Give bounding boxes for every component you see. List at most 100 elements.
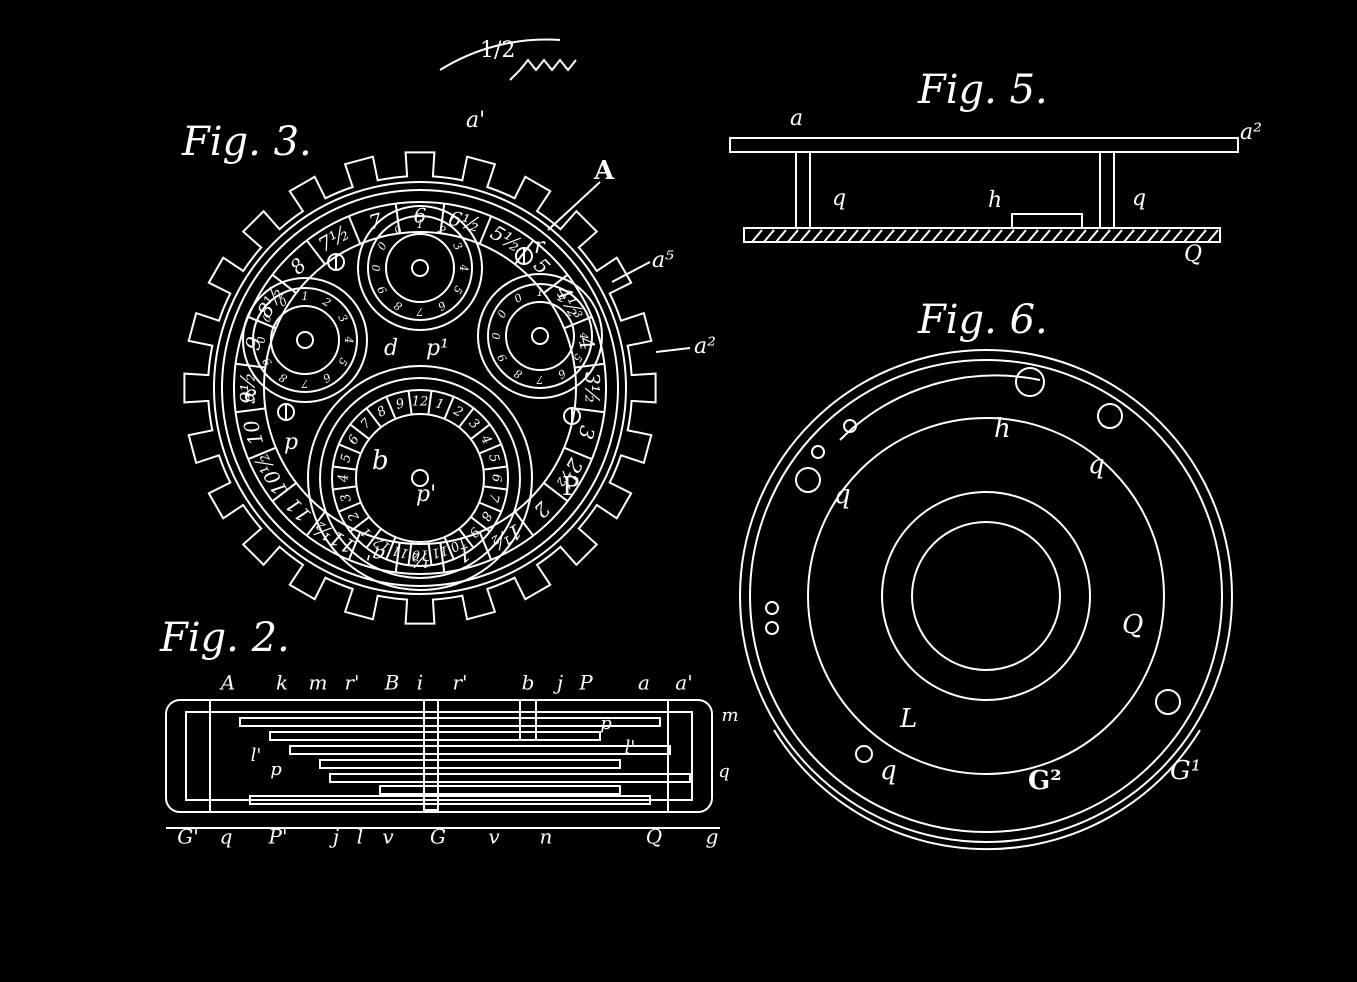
fig5-title: Fig. 5. (918, 67, 1048, 113)
fig3-outer-number: 4 (573, 333, 600, 352)
fig5-hatch (979, 229, 991, 243)
fig2-side-label: l' (625, 737, 636, 758)
fig3-hour-number: 7 (358, 416, 375, 433)
fig6-label-q1: q (1088, 450, 1105, 480)
fig3-small-disc-digit: 6 (555, 366, 568, 381)
fig6-screw (765, 601, 779, 615)
fig3-leader-a2 (655, 347, 691, 353)
fig3-hour-number: 9 (394, 396, 406, 413)
fig5-hatch (1027, 229, 1039, 243)
fig5-label-h: h (988, 188, 1003, 213)
fig3-small-disc-digit: 4 (342, 336, 355, 344)
fig3-small-disc-top-outer (367, 215, 473, 321)
fig3-small-disc-top-gear (357, 205, 483, 331)
fig3-outer-number: 3½ (581, 372, 605, 404)
fig5-hatch (1183, 229, 1195, 243)
fig6-center-boss-inner (911, 521, 1061, 671)
fig5-hatch (1099, 229, 1111, 243)
fig3-small-disc-digit: 6 (435, 298, 448, 313)
fig2-bottom-label: G' (177, 825, 198, 849)
fig2-top-label: r' (452, 671, 467, 695)
fig3-hour-number: 6 (346, 433, 363, 448)
fig2-top-label: m (309, 671, 328, 695)
fig6-label-h: h (994, 414, 1011, 444)
fig3-small-disc-top-inner (385, 233, 455, 303)
fig3-hour-divider (349, 423, 370, 440)
fig3-small-disc-digit: 8 (277, 370, 290, 385)
fig3-hour-number: 5 (338, 452, 355, 464)
fig2-bottom-label: v (382, 825, 394, 849)
fig5-hatch (1003, 229, 1015, 243)
fig3-small-disc-digit: 0 (512, 291, 525, 306)
fig3-hour-number: 11 (390, 542, 410, 561)
fig5-hatch (1171, 229, 1183, 243)
fig3-small-disc-digit: 8 (512, 366, 525, 381)
fig5-hatch (1207, 229, 1219, 243)
fig3-label-b: b (372, 446, 389, 476)
fig3-small-disc-digit: 2 (435, 222, 448, 237)
fig6-label-L: L (900, 704, 918, 734)
fig6-label-Q: Q (1122, 610, 1144, 640)
fig3-small-disc-right-inner (505, 301, 575, 371)
fig3-small-disc-digit: 3 (450, 240, 465, 253)
fig3-hour-divider (458, 407, 475, 428)
fig5-hatch (799, 229, 811, 243)
fig5-hatch (859, 229, 871, 243)
fig5-hatch (1135, 229, 1147, 243)
fig3-label-P: P (562, 472, 580, 502)
fig5-hatch (1051, 229, 1063, 243)
fig3-hour-number: 12 (371, 533, 393, 554)
fig3-small-disc-digit: 1 (417, 218, 424, 231)
fig2-top-label: r' (344, 671, 359, 695)
fig3-outer-number: 7 (366, 208, 385, 235)
fig2-top-label: P (578, 671, 593, 695)
fig3-small-disc-digit: 0 (370, 265, 383, 272)
fig2-top-label: i (417, 671, 423, 695)
fig3-small-disc-digit: 9 (375, 283, 390, 296)
fig3-outer-divider (543, 482, 569, 503)
fig6-label-q2: q (834, 480, 851, 510)
fig3-outer-number: 10 (238, 417, 268, 448)
fig3-outer-divider (347, 215, 362, 245)
fig5-hatch (1015, 229, 1027, 243)
fig3-leader-A (547, 181, 601, 231)
fig3-small-disc-right-hub (531, 327, 549, 345)
fig5-hatch (1075, 229, 1087, 243)
fig3-hour-number: 1 (358, 524, 374, 540)
fig3-outer-number: 8 (285, 253, 311, 279)
fig3-small-disc-left-inner (270, 305, 340, 375)
fig3-hour-number: 10 (447, 533, 469, 554)
fig2-top-label: a' (675, 671, 692, 695)
fig3-outer-divider (563, 446, 593, 461)
fig3-hour-divider (483, 485, 508, 491)
fig3-small-disc-digit: 3 (335, 312, 350, 325)
fig2-side-label: q (718, 761, 730, 782)
fig3-outer-divider (478, 215, 493, 245)
fig3-small-disc-digit: 0 (255, 337, 268, 344)
fig6-pillar-hole (1155, 689, 1181, 715)
fig5-hatch (751, 229, 763, 243)
fig3-label-d: d (384, 336, 399, 361)
fig5-hatch (895, 229, 907, 243)
fig3-hour-number: 3 (338, 492, 355, 504)
fig3-hour-divider (483, 465, 508, 471)
fig3-small-disc-digit: 1 (537, 286, 544, 299)
fig5-top-plate (729, 137, 1239, 153)
fig3-small-disc-digit: 0 (495, 308, 510, 321)
fig2-plate (289, 745, 671, 755)
fig6-lever-pivot (855, 745, 873, 763)
fig5-hatch (847, 229, 859, 243)
fig3-outer-divider (305, 239, 326, 265)
fig5-hatch (775, 229, 787, 243)
top-fragment-text: 1/2 (480, 38, 516, 63)
fig3-outer-divider (478, 531, 493, 561)
fig3-small-disc-digit: 2 (320, 294, 333, 309)
fig3-hour-number: 5 (485, 452, 502, 464)
fig5-hatch (1063, 229, 1075, 243)
fig6-plate-edge (807, 417, 1165, 775)
fig3-hour-divider (332, 465, 357, 471)
